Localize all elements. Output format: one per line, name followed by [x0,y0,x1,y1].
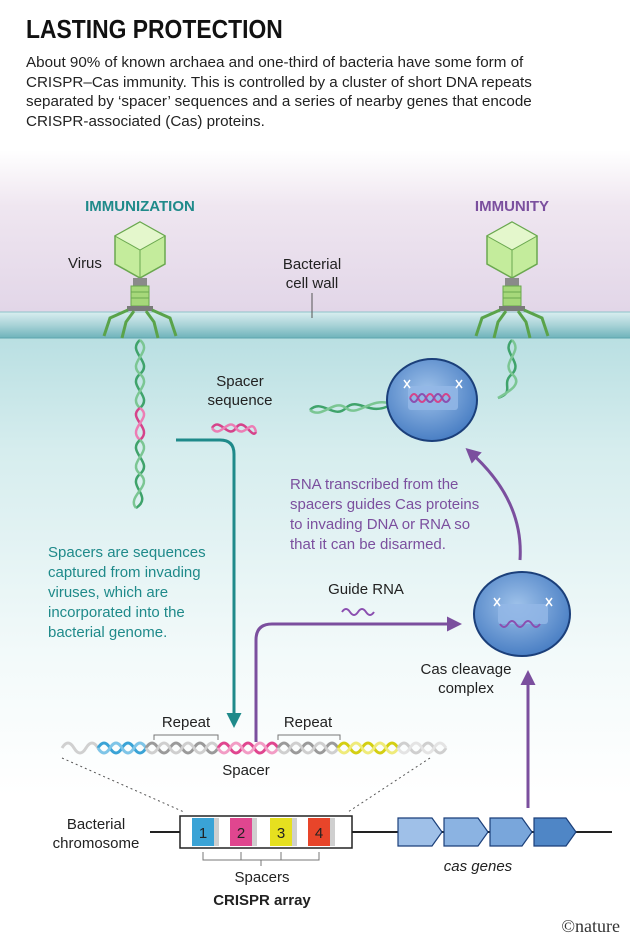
cas-complex-label-line2: complex [438,680,494,697]
cas-complex-bound [386,358,478,442]
cell-wall-label-line2: cell wall [286,275,339,292]
spacer-label: Spacer [222,762,270,779]
spacer-block-3 [270,818,292,846]
cas-complex-label-line1: Cas cleavage [421,661,512,678]
guide-rna-strand [341,608,375,616]
spacer-integration-arrow [176,438,242,728]
crispr-array: 1 2 3 4 [179,815,353,849]
cas-cleavage-complex-icon [473,571,571,657]
virus-left-icon [102,221,178,339]
genome-dna-strip [60,741,448,755]
spacers-captured-note: Spacers are sequences captured from inva… [48,544,210,641]
guidance-arrow [465,448,522,561]
cell-wall-label-line1: Bacterial [283,256,341,273]
repeat-right-label: Repeat [284,714,333,731]
spacer-number-4: 4 [315,825,323,842]
nature-credit: ©nature [561,916,620,936]
virus-right-icon [474,221,550,339]
intro-text: About 90% of known archaea and one-third… [26,54,532,130]
cas-genes [397,817,577,847]
spacer-sequence-label-line1: Spacer [216,373,264,390]
spacer-number-3: 3 [277,825,285,842]
viral-dna-right [309,339,518,414]
cas-genes-label: cas genes [444,858,513,875]
spacer-number-1: 1 [199,825,207,842]
spacer-block-4 [308,818,330,846]
spacers-label: Spacers [234,869,289,886]
spacer-number-2: 2 [237,825,245,842]
immunization-heading: IMMUNIZATION [85,198,195,215]
immunity-heading: IMMUNITY [475,198,549,215]
rna-transcribed-note: RNA transcribed from the spacers guides … [290,476,483,553]
guide-rna-label: Guide RNA [328,581,404,598]
repeat-left-label: Repeat [162,714,211,731]
crispr-array-label: CRISPR array [213,892,311,909]
page-title: LASTING PROTECTION [26,14,283,44]
viral-dna-left [132,339,146,510]
virus-label: Virus [68,255,102,272]
spacer-sequence-fragment [210,423,258,435]
chromosome-label-line1: Bacterial [67,816,125,833]
spacer-block-1 [192,818,214,846]
transcription-arrow [254,616,462,742]
spacer-sequence-label-line2: sequence [207,392,272,409]
spacer-block-2 [230,818,252,846]
chromosome-label-line2: chromosome [53,835,140,852]
